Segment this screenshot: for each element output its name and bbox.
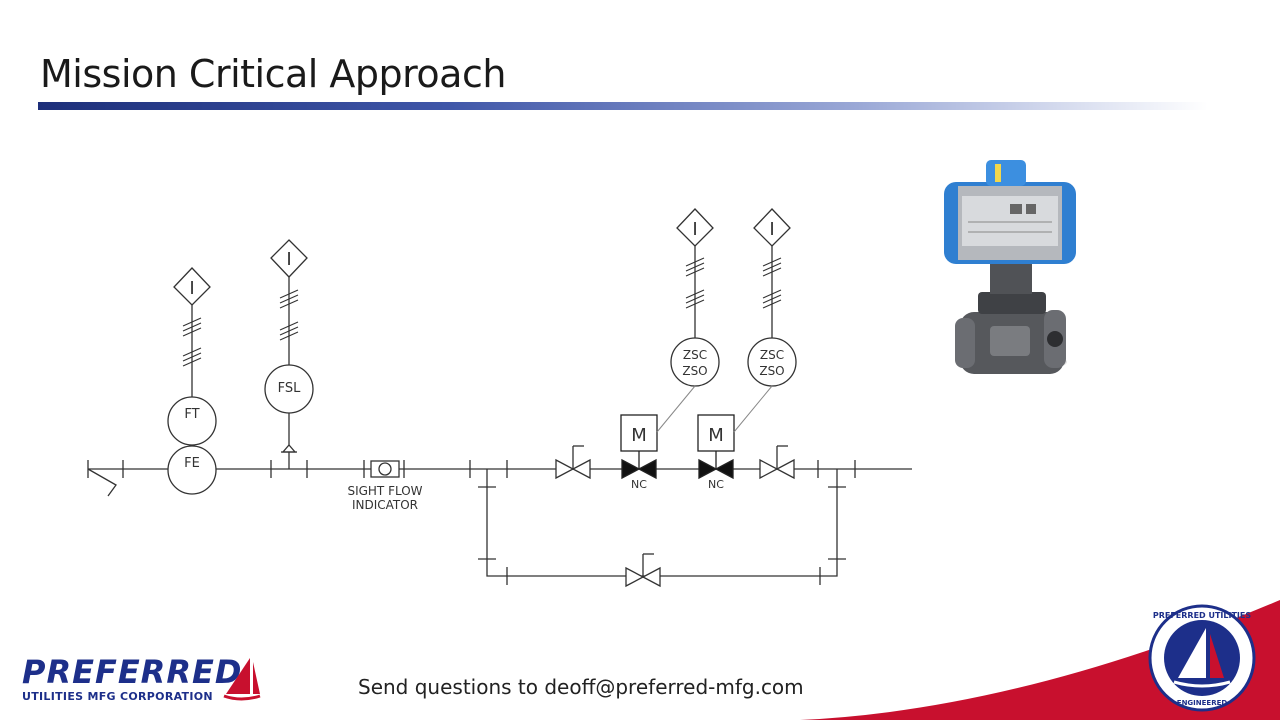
actuated-ball-valve-image: [944, 160, 1076, 374]
limit-switch-1: [656, 244, 720, 433]
sight-flow-label-1: SIGHT FLOW: [347, 484, 422, 498]
interlock-label-2: I: [286, 249, 291, 270]
sailboat-icon: [223, 658, 261, 701]
svg-text:ENGINEERED: ENGINEERED: [1177, 699, 1228, 707]
zso-label-2: ZSO: [759, 364, 784, 378]
sight-flow-label-2: INDICATOR: [352, 498, 418, 512]
fe-label: FE: [184, 456, 200, 471]
ft-label: FT: [184, 407, 199, 422]
motor-label-1: M: [631, 425, 647, 446]
manual-valve-1: [555, 445, 591, 480]
zsc-label-1: ZSC: [683, 348, 707, 362]
flow-switch: [264, 276, 314, 469]
slide-title: Mission Critical Approach: [40, 52, 506, 96]
sight-flow-indicator: [370, 460, 400, 478]
interlock-diamonds: [173, 208, 791, 306]
fsl-label: FSL: [278, 381, 302, 396]
manual-valve-2: [759, 445, 795, 480]
bypass-ticks: [478, 486, 846, 585]
company-seal: PREFERRED UTILITIES ENGINEERED: [1148, 604, 1256, 712]
svg-text:PREFERRED UTILITIES: PREFERRED UTILITIES: [1153, 611, 1252, 620]
limit-switch-2: [733, 244, 797, 433]
nc-label-1: NC: [631, 478, 647, 491]
motor-valve-2: [697, 414, 735, 480]
contact-footer: Send questions to deoff@preferred-mfg.co…: [358, 675, 804, 699]
signal-hash-marks: [182, 257, 782, 367]
strainer-symbol: [87, 468, 117, 497]
zsc-label-2: ZSC: [760, 348, 784, 362]
bypass-valve: [625, 553, 661, 588]
interlock-label-3: I: [692, 219, 697, 240]
zso-label-1: ZSO: [682, 364, 707, 378]
company-logo: PREFERRED UTILITIES MFG CORPORATION: [22, 656, 242, 703]
logo-subtitle: UTILITIES MFG CORPORATION: [22, 690, 213, 703]
interlock-label-4: I: [769, 219, 774, 240]
interlock-label-1: I: [189, 278, 194, 299]
logo-name: PREFERRED: [22, 653, 243, 691]
motor-label-2: M: [708, 425, 724, 446]
bypass-pipe: [486, 469, 838, 577]
flow-element: [167, 302, 217, 495]
title-underline: [38, 102, 1208, 110]
flange-ticks: [122, 460, 856, 478]
motor-valve-1: [620, 414, 658, 480]
nc-label-2: NC: [708, 478, 724, 491]
